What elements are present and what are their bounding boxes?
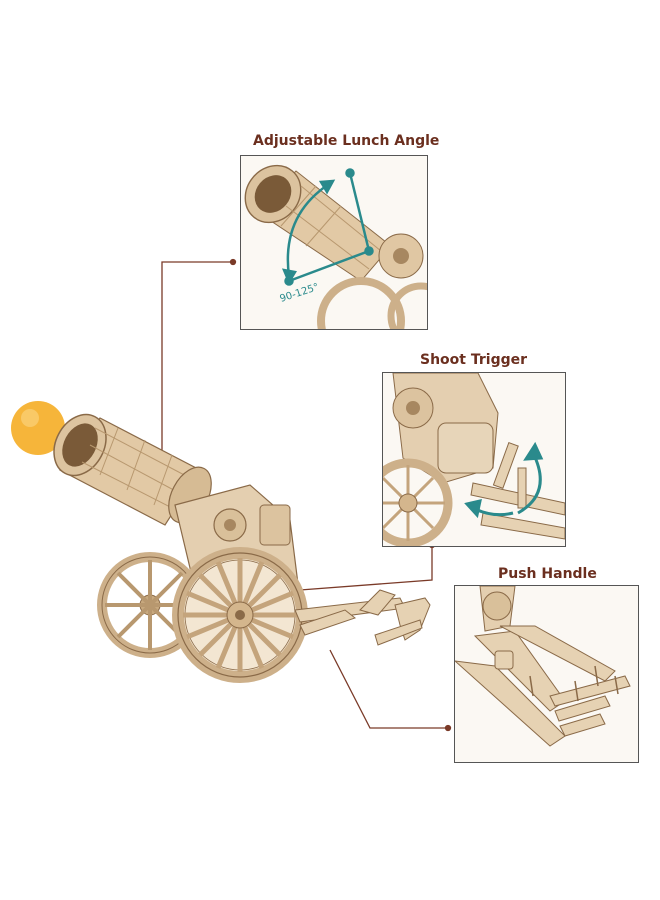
push-handle-title: Push Handle: [498, 566, 597, 582]
launch-angle-inset: 90-125°: [240, 155, 428, 330]
push-handle-detail-image: [455, 586, 638, 762]
shoot-trigger-title: Shoot Trigger: [420, 352, 528, 368]
launch-angle-detail-image: 90-125°: [241, 156, 427, 329]
leader-line-shoot-trigger: [299, 545, 433, 591]
ball-projectile: [11, 401, 65, 455]
curved-angle-arrow-icon: [281, 168, 374, 286]
leader-line-push-handle: [329, 649, 448, 729]
push-handle-inset: [454, 585, 639, 763]
shoot-trigger-inset: [382, 372, 566, 547]
curved-rotation-arrow-icon: [464, 441, 544, 519]
leader-line-launch-angle: [161, 261, 233, 470]
shoot-trigger-detail-image: [383, 373, 565, 546]
launch-angle-title: Adjustable Lunch Angle: [253, 133, 440, 149]
cannon-wheel-front: [172, 547, 308, 683]
cannon-trail-handle: [294, 589, 431, 646]
